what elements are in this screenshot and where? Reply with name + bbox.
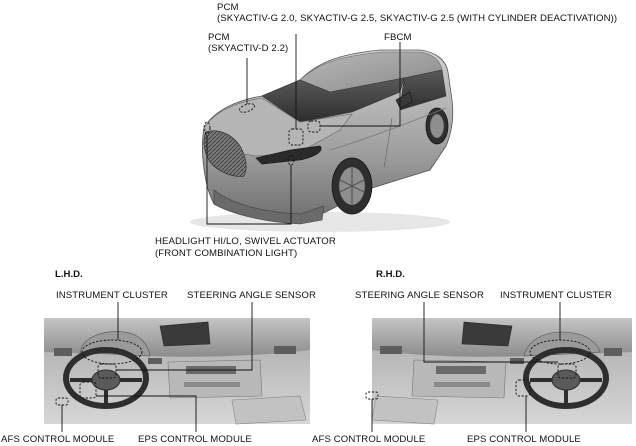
- rhd-steering-angle-sensor-label: STEERING ANGLE SENSOR: [355, 290, 484, 301]
- headlight-label: HEADLIGHT HI/LO, SWIVEL ACTUATOR: [155, 236, 336, 247]
- rhd-steering-angle-marker: [557, 363, 577, 379]
- headlight-left-marker: [203, 121, 211, 135]
- rhd-heading: R.H.D.: [376, 269, 405, 280]
- rhd-eps-marker: [515, 379, 531, 397]
- fbcm-label: FBCM: [384, 32, 412, 43]
- headlight-right-marker: [287, 154, 295, 166]
- vehicle-illustration: [190, 49, 454, 232]
- lhd-eps-marker: [79, 381, 97, 399]
- pcm-g-engine-list: (SKYACTIV-G 2.0, SKYACTIV-G 2.5, SKYACTI…: [217, 13, 617, 24]
- lhd-afs-control-module-label: AFS CONTROL MODULE: [1, 434, 114, 445]
- headlight-sublabel: (FRONT COMBINATION LIGHT): [155, 248, 297, 259]
- rhd-eps-control-module-label: EPS CONTROL MODULE: [467, 434, 581, 445]
- lhd-steering-angle-sensor-label: STEERING ANGLE SENSOR: [187, 290, 316, 301]
- pcm-g-title: PCM: [217, 2, 239, 13]
- lhd-eps-control-module-label: EPS CONTROL MODULE: [138, 434, 252, 445]
- lhd-instrument-cluster-marker: [81, 339, 143, 365]
- pcm-d-engine: (SKYACTIV-D 2.2): [208, 43, 288, 54]
- rhd-dashboard-illustration: [371, 318, 632, 425]
- lhd-steering-angle-marker: [97, 363, 117, 379]
- pcm-d-title: PCM: [208, 32, 230, 43]
- lhd-instrument-cluster-label: INSTRUMENT CLUSTER: [56, 290, 168, 301]
- rhd-instrument-cluster-label: INSTRUMENT CLUSTER: [500, 290, 612, 301]
- fbcm-marker: [307, 120, 321, 133]
- lhd-dashboard-illustration: [44, 318, 310, 425]
- pcm-d-marker: [238, 103, 256, 113]
- rhd-afs-control-module-label: AFS CONTROL MODULE: [312, 434, 425, 445]
- lhd-heading: L.H.D.: [55, 269, 83, 280]
